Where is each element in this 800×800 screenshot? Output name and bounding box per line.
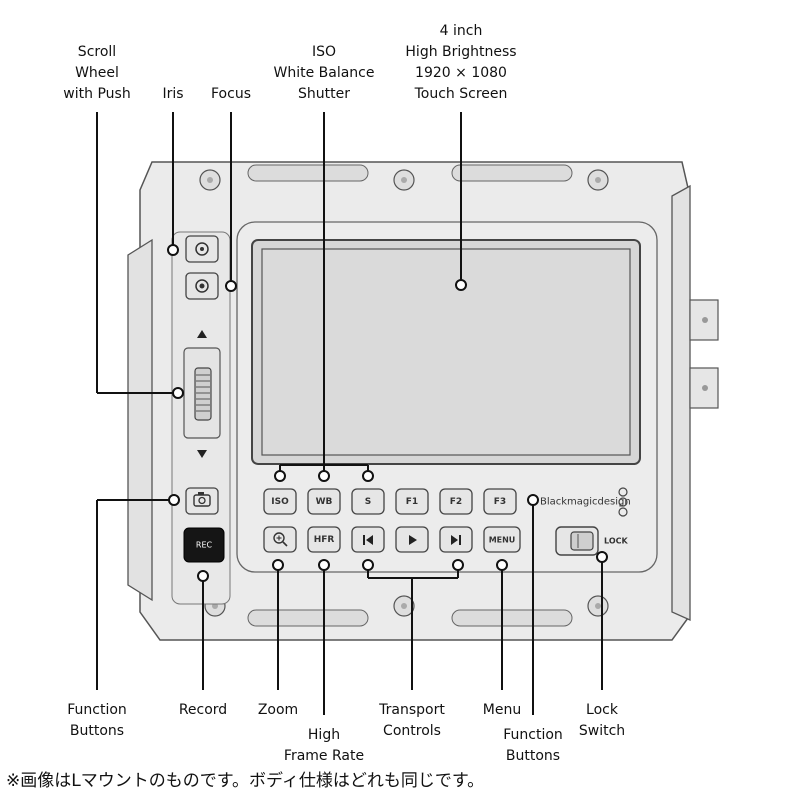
iso-button[interactable]: ISO bbox=[263, 488, 297, 515]
skip-back-icon bbox=[363, 535, 373, 545]
play-icon bbox=[409, 535, 417, 545]
skip-forward-icon bbox=[451, 535, 461, 545]
focus-button[interactable] bbox=[185, 272, 219, 300]
f3-button[interactable]: F3 bbox=[483, 488, 517, 515]
label-iso-wb-shutter: ISO White Balance Shutter bbox=[273, 44, 375, 102]
f2-label: F2 bbox=[450, 497, 462, 507]
brand-circles-icon bbox=[618, 487, 628, 517]
f2-button[interactable]: F2 bbox=[439, 488, 473, 515]
label-function-buttons-left: Function Buttons bbox=[67, 702, 127, 739]
hfr-label: HFR bbox=[314, 535, 335, 545]
label-function-buttons-right: Function Buttons bbox=[503, 727, 563, 764]
f1-button[interactable]: F1 bbox=[395, 488, 429, 515]
rec-label: REC bbox=[196, 541, 213, 550]
iso-label: ISO bbox=[271, 497, 289, 507]
leader-lines bbox=[96, 112, 603, 715]
wb-label: WB bbox=[316, 497, 333, 507]
function-button-camera[interactable] bbox=[185, 487, 219, 515]
label-record: Record bbox=[178, 702, 228, 718]
label-touch-screen: 4 inch High Brightness 1920 × 1080 Touch… bbox=[405, 23, 517, 102]
menu-label: MENU bbox=[489, 536, 516, 545]
skip-back-button[interactable] bbox=[351, 526, 385, 553]
zoom-button[interactable] bbox=[263, 526, 297, 553]
label-focus: Focus bbox=[211, 86, 251, 102]
f1-label: F1 bbox=[406, 497, 418, 507]
shutter-label: S bbox=[365, 497, 371, 507]
focus-icon bbox=[195, 279, 209, 293]
scroll-wheel[interactable] bbox=[183, 330, 221, 458]
brand-logo: Blackmagicdesign bbox=[540, 497, 631, 508]
label-scroll-wheel: Scroll Wheel with Push bbox=[63, 44, 131, 102]
up-arrow-icon bbox=[197, 330, 207, 338]
down-arrow-icon bbox=[197, 450, 207, 458]
leader-dots bbox=[167, 244, 608, 582]
label-lock-switch: Lock Switch bbox=[578, 702, 626, 739]
play-button[interactable] bbox=[395, 526, 429, 553]
shutter-button[interactable]: S bbox=[351, 488, 385, 515]
touch-screen[interactable] bbox=[251, 239, 641, 465]
menu-button[interactable]: MENU bbox=[483, 526, 521, 553]
record-button[interactable]: REC bbox=[183, 527, 225, 563]
lock-switch[interactable] bbox=[555, 526, 599, 556]
skip-forward-button[interactable] bbox=[439, 526, 473, 553]
label-iris: Iris bbox=[162, 86, 184, 102]
iris-button[interactable] bbox=[185, 235, 219, 263]
label-menu: Menu bbox=[482, 702, 522, 718]
hfr-button[interactable]: HFR bbox=[307, 526, 341, 553]
iris-icon bbox=[195, 242, 209, 256]
wb-button[interactable]: WB bbox=[307, 488, 341, 515]
camera-icon bbox=[193, 492, 211, 507]
zoom-icon bbox=[273, 532, 288, 547]
label-zoom: Zoom bbox=[257, 702, 299, 718]
footnote: ※画像はLマウントのものです。ボディ仕様はどれも同じです。 bbox=[6, 771, 485, 791]
label-high-frame-rate: High Frame Rate bbox=[283, 727, 365, 764]
label-transport-controls: Transport Controls bbox=[379, 702, 445, 739]
f3-label: F3 bbox=[494, 497, 506, 507]
lock-label: LOCK bbox=[604, 537, 628, 546]
